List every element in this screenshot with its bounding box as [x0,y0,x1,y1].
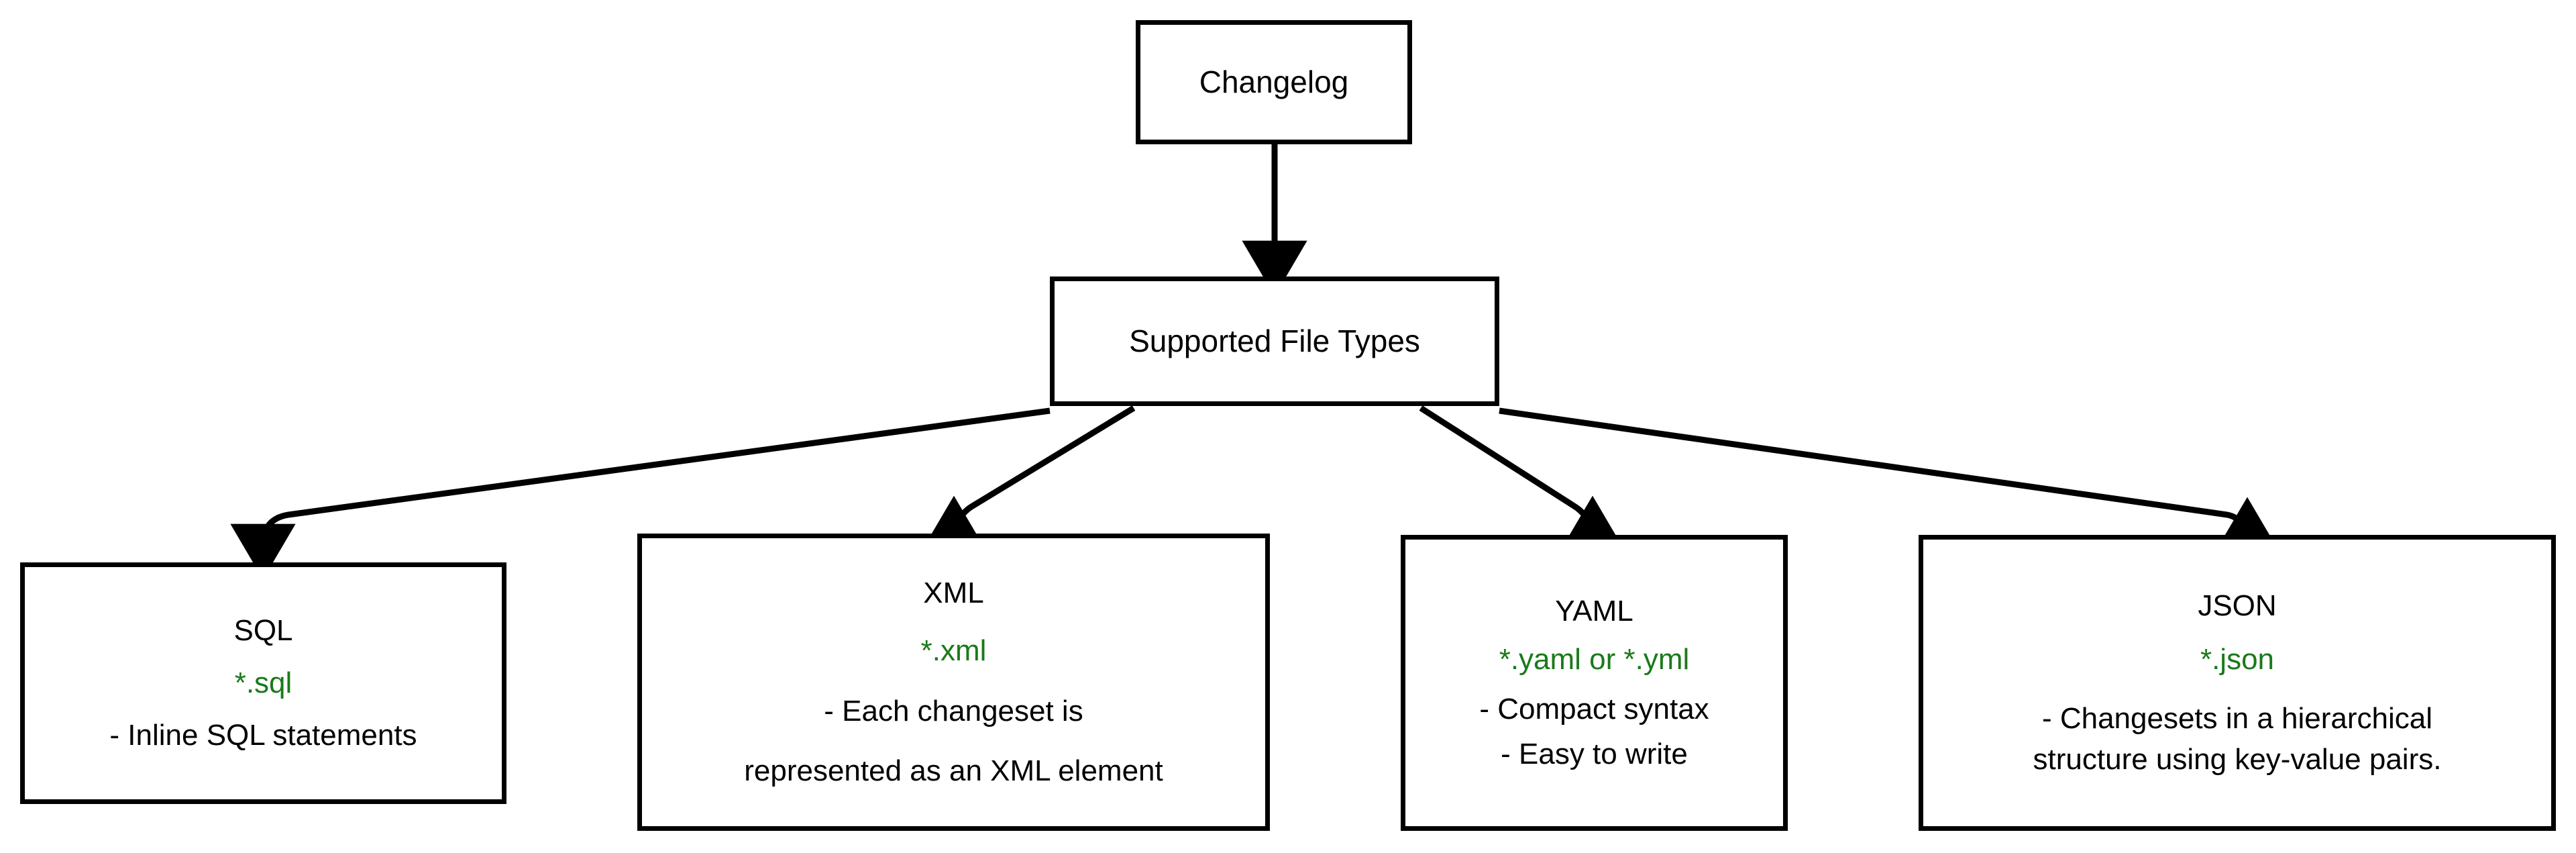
node-xml-bullet-1: - Each changeset is [824,694,1083,727]
node-changelog[interactable]: Changelog [1136,20,1412,144]
node-sql-extension: *.sql [234,666,292,700]
node-yaml-bullet-1: - Compact syntax [1479,692,1709,725]
node-yaml-bullet-2: - Easy to write [1501,738,1688,771]
node-sql-bullet-1: - Inline SQL statements [109,718,417,752]
node-json[interactable]: JSON *.json - Changesets in a hierarchic… [1919,535,2556,831]
edge-supported-to-sql [230,407,1051,580]
node-xml-bullet-2: represented as an XML element [744,754,1163,788]
node-changelog-title: Changelog [1199,64,1349,100]
node-supported-file-types[interactable]: Supported File Types [1050,277,1499,406]
node-yaml[interactable]: YAML *.yaml or *.yml - Compact syntax - … [1401,535,1788,831]
node-xml[interactable]: XML *.xml - Each changeset is represente… [637,534,1270,831]
node-json-title: JSON [2198,589,2277,622]
node-xml-title: XML [923,576,984,609]
edge-supported-to-yaml [1419,405,1625,552]
edge-supported-to-json [1499,407,2280,553]
node-json-bullet-1: - Changesets in a hierarchical [2041,701,2433,735]
node-yaml-title: YAML [1555,594,1633,628]
edge-supported-to-xml [921,405,1136,552]
node-yaml-extension: *.yaml or *.yml [1499,642,1690,676]
node-sql-title: SQL [233,614,293,648]
node-json-extension: *.json [2200,642,2275,676]
node-json-bullet-2: structure using key-value pairs. [2033,743,2442,776]
node-sql[interactable]: SQL *.sql - Inline SQL statements [20,562,506,804]
node-supported-file-types-title: Supported File Types [1129,323,1420,359]
node-xml-extension: *.xml [920,634,987,667]
